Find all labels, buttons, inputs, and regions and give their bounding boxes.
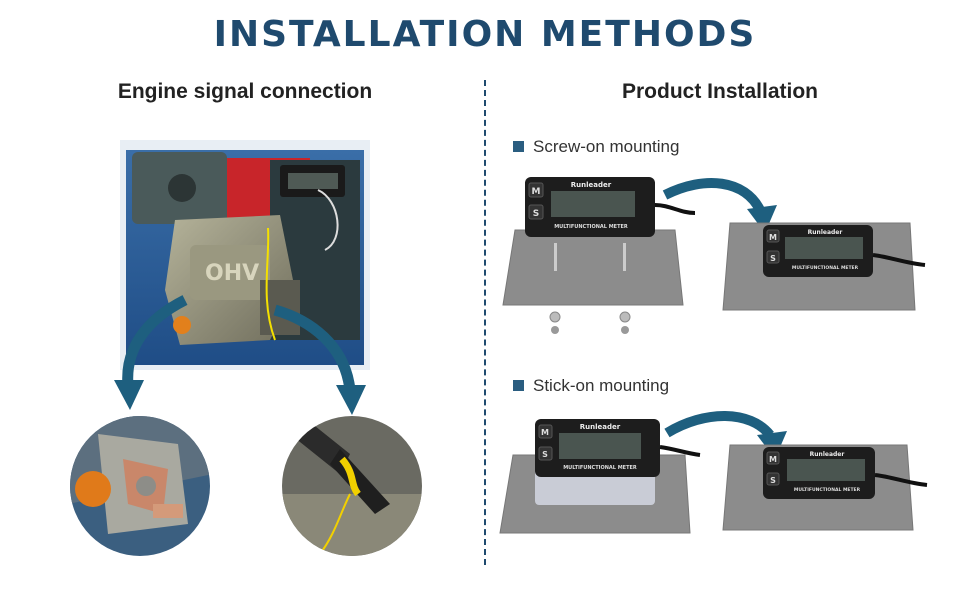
bullet-square-icon [513, 380, 524, 391]
meter-subtitle: MULTIFUNCTIONAL METER [554, 224, 628, 230]
engine-photo: OHV [120, 140, 370, 370]
meter-button-m: M [532, 187, 541, 197]
meter-brand: Runleader [580, 423, 621, 431]
stick-on-label: Stick-on mounting [513, 376, 669, 396]
meter-button-s: S [542, 450, 548, 459]
page-title: INSTALLATION METHODS [213, 14, 757, 55]
svg-text:OHV: OHV [205, 261, 259, 286]
meter-button-m: M [769, 233, 777, 242]
meter-button-m: M [541, 428, 549, 437]
meter-button-m: M [769, 455, 777, 464]
meter-button-s: S [770, 254, 776, 263]
section-divider [484, 80, 486, 565]
stick-on-text: Stick-on mounting [533, 376, 670, 395]
meter-subtitle: MULTIFUNCTIONAL METER [792, 265, 859, 271]
screw-on-text: Screw-on mounting [533, 137, 680, 156]
bullet-square-icon [513, 141, 524, 152]
screw-on-illustration: M S Runleader MULTIFUNCTIONAL METER M S … [502, 177, 926, 334]
meter-button-s: S [770, 476, 776, 485]
engine-arrows [114, 295, 366, 415]
meter-subtitle: MULTIFUNCTIONAL METER [794, 487, 861, 493]
engine-signal-heading: Engine signal connection [117, 80, 373, 103]
screw-on-label: Screw-on mounting [513, 137, 679, 157]
signal-wire-closeup [282, 416, 422, 556]
meter-button-s: S [533, 209, 539, 219]
meter-brand: Runleader [810, 451, 845, 458]
meter-brand: Runleader [571, 181, 612, 189]
meter-brand: Runleader [808, 229, 843, 236]
ground-terminal-closeup [70, 416, 210, 556]
product-installation-heading: Product Installation [621, 80, 818, 103]
stick-on-illustration: M S Runleader MULTIFUNCTIONAL METER M S … [499, 411, 928, 534]
meter-subtitle: MULTIFUNCTIONAL METER [563, 465, 637, 471]
